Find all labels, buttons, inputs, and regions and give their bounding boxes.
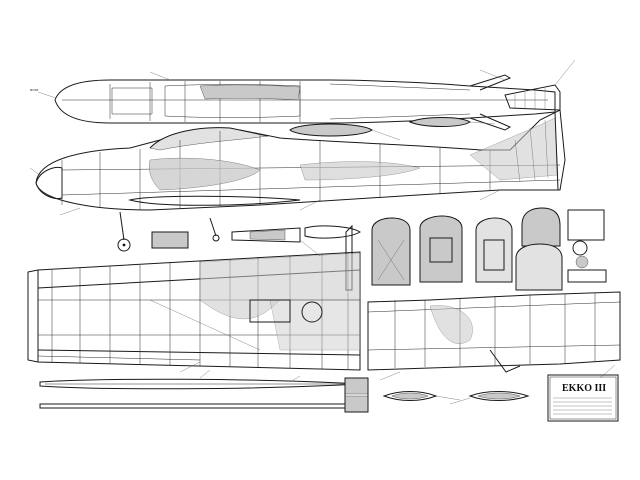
top-view-note: NOSE [30,88,39,92]
landing-gear-detail [117,211,361,252]
title-block: EKKO III [547,374,619,422]
canopy-detail-parts [289,117,496,141]
fuselage-side-view [29,109,566,216]
fuselage-formers [345,207,607,291]
wing-plan-view [27,239,361,373]
fuselage-top-view: NOSE [30,59,576,131]
small-parts-bottom [382,391,530,405]
stabilizer-plan-view [367,291,621,381]
wing-spar-and-section [39,369,369,413]
plan-title: EKKO III [562,383,606,394]
